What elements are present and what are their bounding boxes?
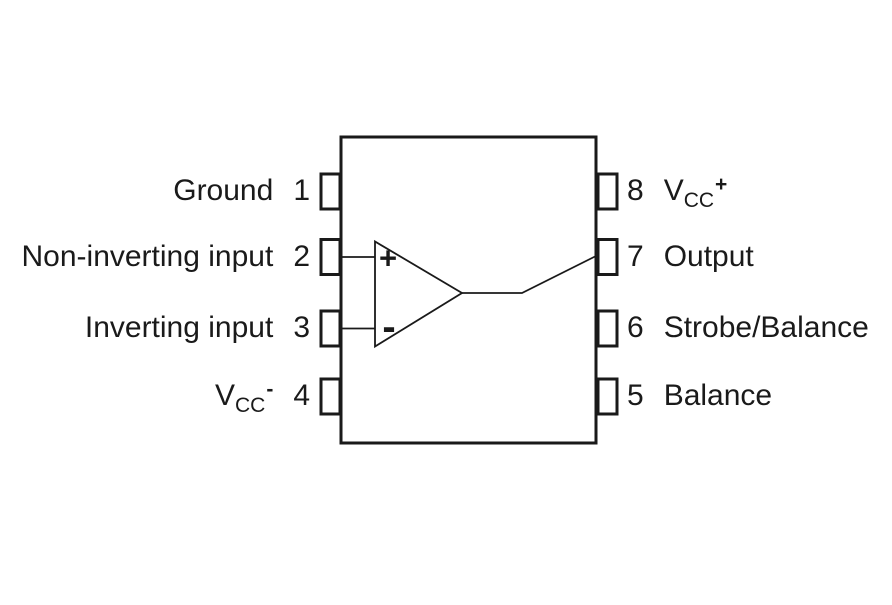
pin-row-2: Non-inverting input 2	[22, 239, 311, 275]
pin-4-pad	[319, 377, 342, 416]
pin-4-label: VCC-	[215, 378, 273, 417]
pin-4-number: 4	[293, 379, 310, 412]
pin-1-number: 1	[293, 174, 310, 207]
pin-8-pad	[596, 172, 619, 211]
pin-row-1: Ground 1	[173, 173, 310, 209]
opamp-plus-marker: +	[378, 240, 398, 276]
pin-1-pad	[319, 172, 342, 211]
pin-6-label: Strobe/Balance	[663, 311, 869, 344]
pin-2-label: Non-inverting input	[21, 240, 274, 273]
pin-3-pad	[319, 309, 342, 348]
opamp-minus-marker: -	[382, 305, 396, 349]
pin-8-label-base: V	[663, 174, 684, 207]
pin-5-pad	[596, 377, 619, 416]
pin-4-label-base: V	[214, 379, 235, 412]
opamp-triangle-icon	[374, 239, 464, 349]
pin-5-label: Balance	[663, 379, 773, 412]
pin-row-8: 8 VCC+	[627, 173, 728, 212]
pin-6-number: 6	[627, 311, 644, 344]
pin-7-pad	[596, 238, 619, 276]
pin-row-3: Inverting input 3	[85, 310, 310, 346]
pin-4-label-superscript: -	[266, 378, 274, 401]
pin-row-7: 7 Output	[627, 239, 754, 275]
pin-7-number: 7	[627, 240, 644, 273]
pin-7-label: Output	[663, 240, 754, 273]
pin-row-5: 5 Balance	[627, 378, 772, 414]
pin-8-label: VCC+	[664, 173, 728, 212]
pin-row-4: VCC- 4	[215, 378, 310, 417]
pin-8-label-subscript: CC	[683, 189, 715, 212]
pin-6-pad	[596, 309, 619, 348]
pin-row-6: 6 Strobe/Balance	[627, 310, 869, 346]
pin-3-label: Inverting input	[84, 311, 274, 344]
ic-body	[339, 135, 598, 445]
pin-2-pad	[319, 238, 342, 276]
pin-8-number: 8	[627, 174, 644, 207]
pin-1-label: Ground	[173, 174, 274, 207]
output-wire	[462, 254, 598, 294]
pin-4-label-subscript: CC	[234, 394, 266, 417]
pin-3-number: 3	[293, 311, 310, 344]
pin-8-label-superscript: +	[715, 173, 728, 196]
pin-2-number: 2	[293, 240, 310, 273]
pin-5-number: 5	[627, 379, 644, 412]
